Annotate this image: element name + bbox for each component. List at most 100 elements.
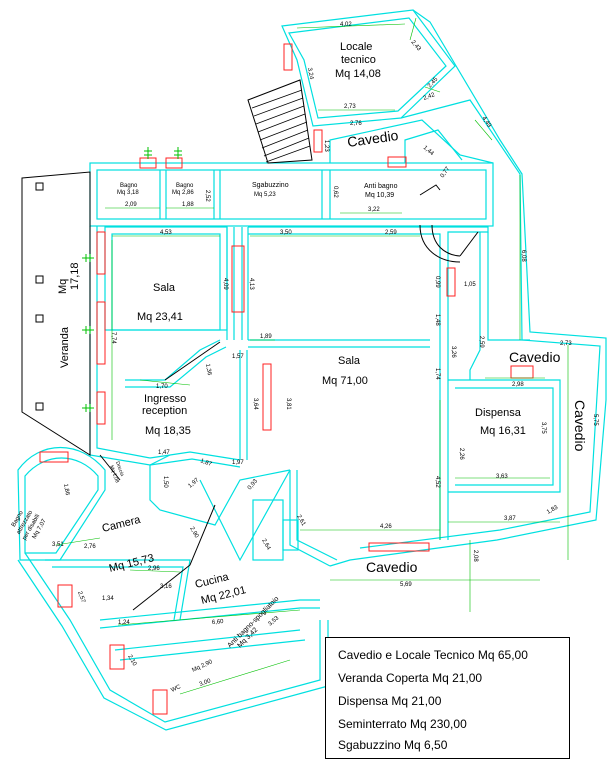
dim-label: 1,50 (162, 476, 168, 488)
veranda-area-2: 17,18 (69, 262, 81, 290)
locale-tecnico-name-1: Locale (340, 41, 372, 53)
dim-label: 2,43 (409, 39, 422, 52)
dim-label: 2,61 (295, 514, 306, 528)
dim-label: 3,51 (52, 542, 64, 548)
dim-label: 3,50 (280, 230, 292, 236)
dispensa-name: Dispensa (475, 407, 522, 419)
dim-label: 2,52 (204, 190, 210, 202)
dim-label: 1,48 (434, 314, 440, 326)
wc-name: WC (170, 684, 182, 694)
dim-label: 2,42 (423, 92, 437, 102)
legend-row-dispensa: Dispensa Mq 21,00 (338, 694, 442, 708)
dimension-labels: 4,02 2,43 3,24 2,45 2,73 2,76 2,42 4,49 … (52, 22, 598, 688)
dim-label: 1,86 (62, 483, 70, 496)
doccia-label: Doccia (114, 461, 125, 478)
dim-label: 2,73 (560, 341, 572, 347)
dim-label: 3,87 (504, 516, 516, 522)
dim-label: 1,88 (182, 202, 194, 208)
cucina-name: Cucina (194, 571, 231, 591)
wc-area: Mq 2,90 (191, 659, 214, 674)
door-openings (39, 43, 534, 715)
dim-label: 6,60 (212, 619, 225, 626)
anti-bagno-area: Mq 10,39 (365, 192, 394, 199)
dim-label: 1,05 (464, 282, 476, 288)
legend-row-seminterrato: Seminterrato Mq 230,00 (338, 717, 467, 731)
bagno2-name: Bagno (176, 183, 194, 189)
dim-label: 3,16 (160, 584, 172, 590)
dim-label: 2,59 (478, 336, 484, 348)
dim-label: 1,87 (199, 458, 213, 468)
dim-label: 1,89 (260, 334, 272, 340)
dim-label: 1,97 (232, 460, 244, 466)
veranda-name: Veranda (59, 326, 71, 368)
ingresso-name-1: Ingresso (144, 393, 186, 405)
dim-label: 2,76 (84, 544, 96, 550)
dim-label: 5,69 (400, 582, 412, 588)
dim-label: 4,02 (340, 22, 352, 28)
area-legend: Cavedio e Locale Tecnico Mq 65,00 Verand… (325, 637, 570, 759)
sala-small-name: Sala (153, 282, 176, 294)
legend-row-cavedio: Cavedio e Locale Tecnico Mq 65,00 (338, 648, 528, 662)
dispensa-area: Mq 16,31 (480, 425, 526, 437)
walls (17, 9, 607, 731)
dim-label: 2,98 (512, 382, 524, 388)
dim-label: 1,74 (434, 368, 440, 380)
sgabuzzino-area: Mq 5,23 (254, 192, 276, 198)
cavedio-bottom-label: Cavedio (366, 559, 418, 575)
locale-tecnico-name-2: tecnico (341, 54, 376, 66)
bagno2-area: Mq 2,86 (172, 190, 194, 196)
sala-big-area: Mq 71,00 (322, 375, 368, 387)
anti-bagno-name: Anti bagno (364, 183, 398, 190)
dim-label: 4,26 (380, 524, 392, 530)
sala-big-name: Sala (338, 355, 361, 367)
dim-label: 4,53 (160, 230, 172, 236)
dim-label: 3,24 (306, 67, 314, 80)
legend-row-veranda: Veranda Coperta Mq 21,00 (338, 671, 483, 685)
veranda-area-1: Mq (57, 279, 69, 294)
doccia-area: Mq 1,08 (108, 465, 120, 484)
dim-label: 2,59 (385, 230, 397, 236)
dim-label: 2,96 (148, 566, 160, 572)
dim-label: 4,09 (222, 278, 228, 290)
dim-label: 7,74 (110, 332, 116, 344)
dim-label: 1,24 (118, 620, 130, 626)
camera-name: Camera (101, 514, 143, 535)
bagno1-name: Bagno (120, 183, 138, 189)
dim-label: 1,44 (422, 145, 435, 158)
dim-label: 2,26 (458, 448, 464, 460)
dim-label: 1,70 (156, 384, 168, 390)
dim-label: 1,97 (187, 477, 200, 490)
dim-label: 2,64 (260, 538, 271, 552)
dim-label: 3,75 (540, 422, 546, 434)
cavedio-top-label: Cavedio (346, 127, 399, 150)
legend-row-sgabuzzino: Sgabuzzino Mq 6,50 (338, 738, 448, 752)
ingresso-area: Mq 18,35 (145, 425, 191, 437)
dim-label: 0,77 (440, 166, 452, 180)
dim-label: 4,13 (248, 278, 254, 290)
dim-label: 1,47 (158, 450, 170, 456)
dim-label: 0,62 (332, 186, 338, 198)
dim-label: 5,75 (592, 414, 598, 426)
dim-label: 3,00 (199, 678, 213, 688)
room-labels: Locale tecnico Mq 14,08 Cavedio Bagno Mq… (11, 41, 588, 694)
dim-label: 6,08 (520, 250, 526, 262)
plant-icon (82, 147, 182, 412)
dim-label: 2,09 (125, 202, 137, 208)
dim-label: 1,34 (102, 596, 114, 602)
dim-label: 0,99 (434, 276, 440, 288)
dim-label: 4,49 (480, 116, 492, 130)
locale-tecnico-area: Mq 14,08 (335, 68, 381, 80)
dim-label: 3,26 (450, 346, 456, 358)
dim-label: 3,64 (252, 398, 258, 410)
dimension-lines (55, 17, 569, 695)
dim-label: 1,36 (204, 363, 212, 376)
dim-label: 1,23 (323, 140, 329, 152)
dim-label: 2,76 (350, 121, 362, 127)
cavedio-side-label: Cavedio (572, 400, 588, 452)
dim-label: 2,10 (126, 654, 137, 668)
dim-label: 1,83 (546, 504, 560, 515)
dim-label: 3,63 (496, 474, 508, 480)
veranda-and-stairs (21, 79, 479, 611)
sgabuzzino-name: Sgabuzzino (252, 182, 289, 189)
